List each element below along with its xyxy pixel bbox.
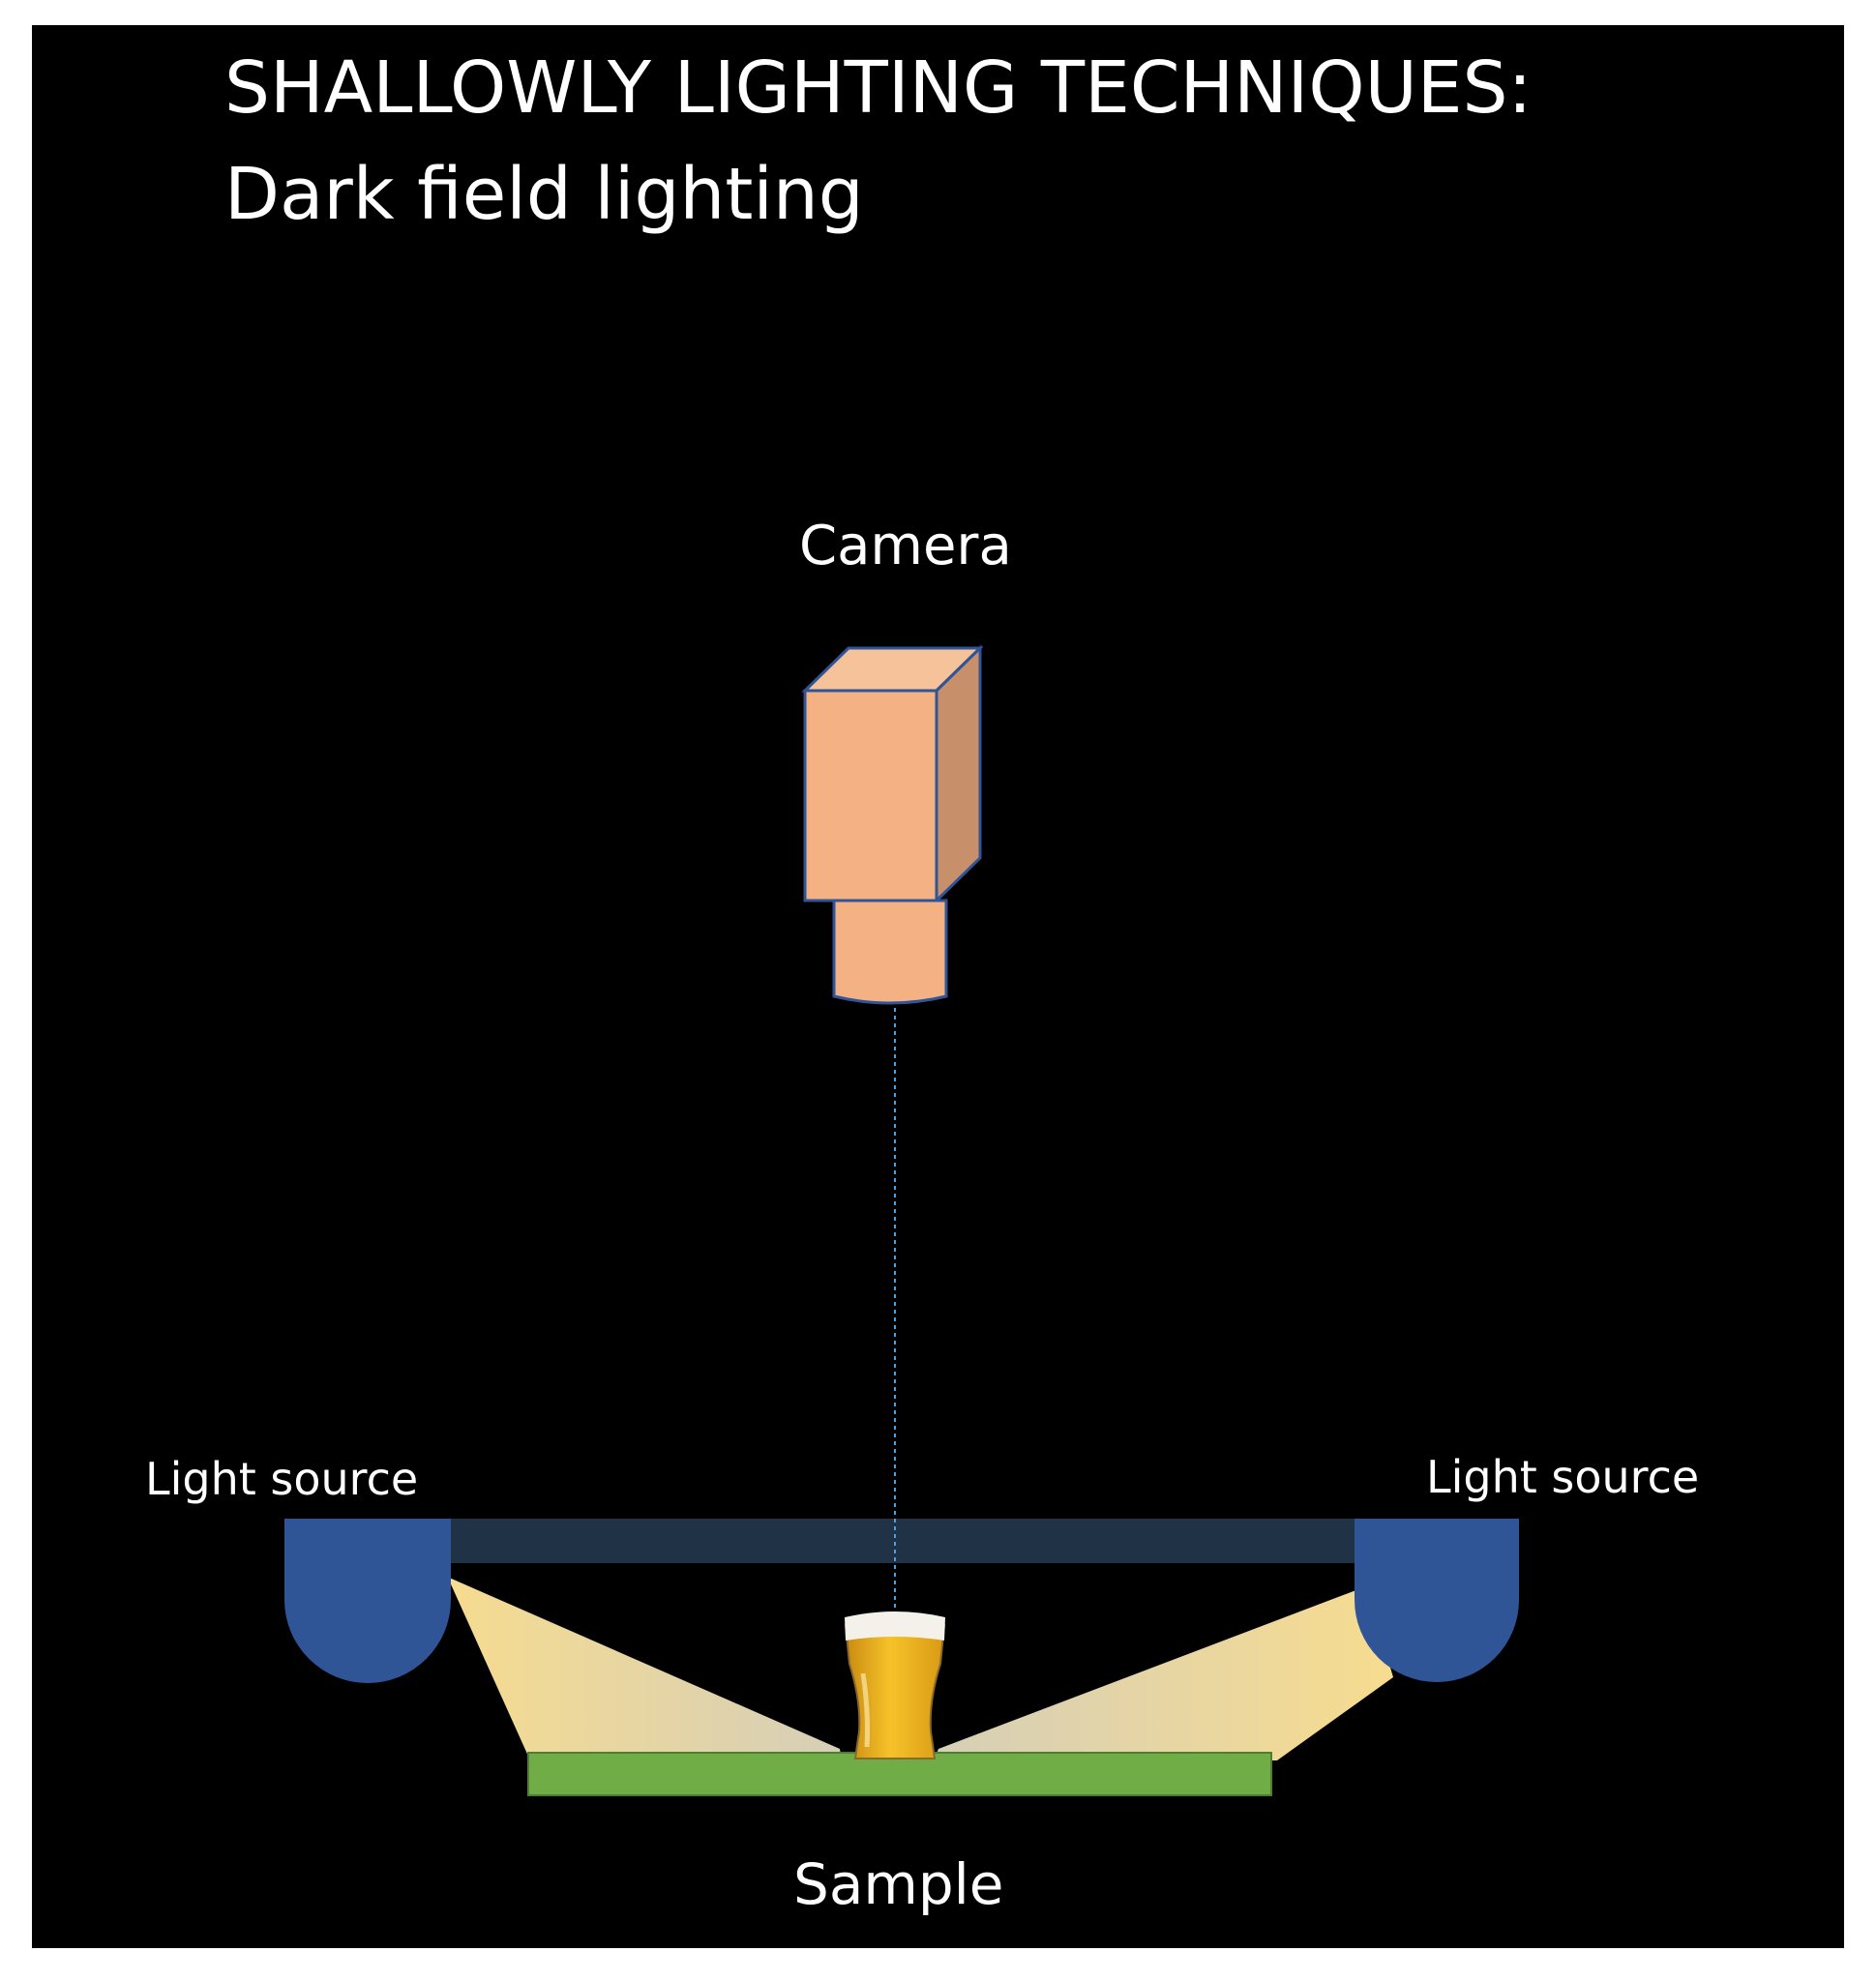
light-ring-bar bbox=[451, 1519, 1355, 1563]
title-line-1: SHALLOWLY LIGHTING TECHNIQUES: bbox=[224, 46, 1533, 130]
light-source-left-label: Light source bbox=[145, 1453, 419, 1505]
beer-glass-icon bbox=[844, 1611, 946, 1759]
sample-plate bbox=[527, 1752, 1272, 1796]
title-line-2: Dark field lighting bbox=[224, 153, 864, 236]
light-source-right-icon bbox=[1355, 1519, 1519, 1682]
light-source-right-label: Light source bbox=[1426, 1451, 1700, 1503]
sample-label: Sample bbox=[793, 1851, 1004, 1917]
light-beam-right bbox=[934, 1586, 1393, 1760]
camera-icon bbox=[801, 644, 984, 1005]
light-beam-left bbox=[443, 1567, 842, 1760]
camera-label: Camera bbox=[799, 515, 1012, 577]
light-source-left-icon bbox=[284, 1519, 451, 1683]
